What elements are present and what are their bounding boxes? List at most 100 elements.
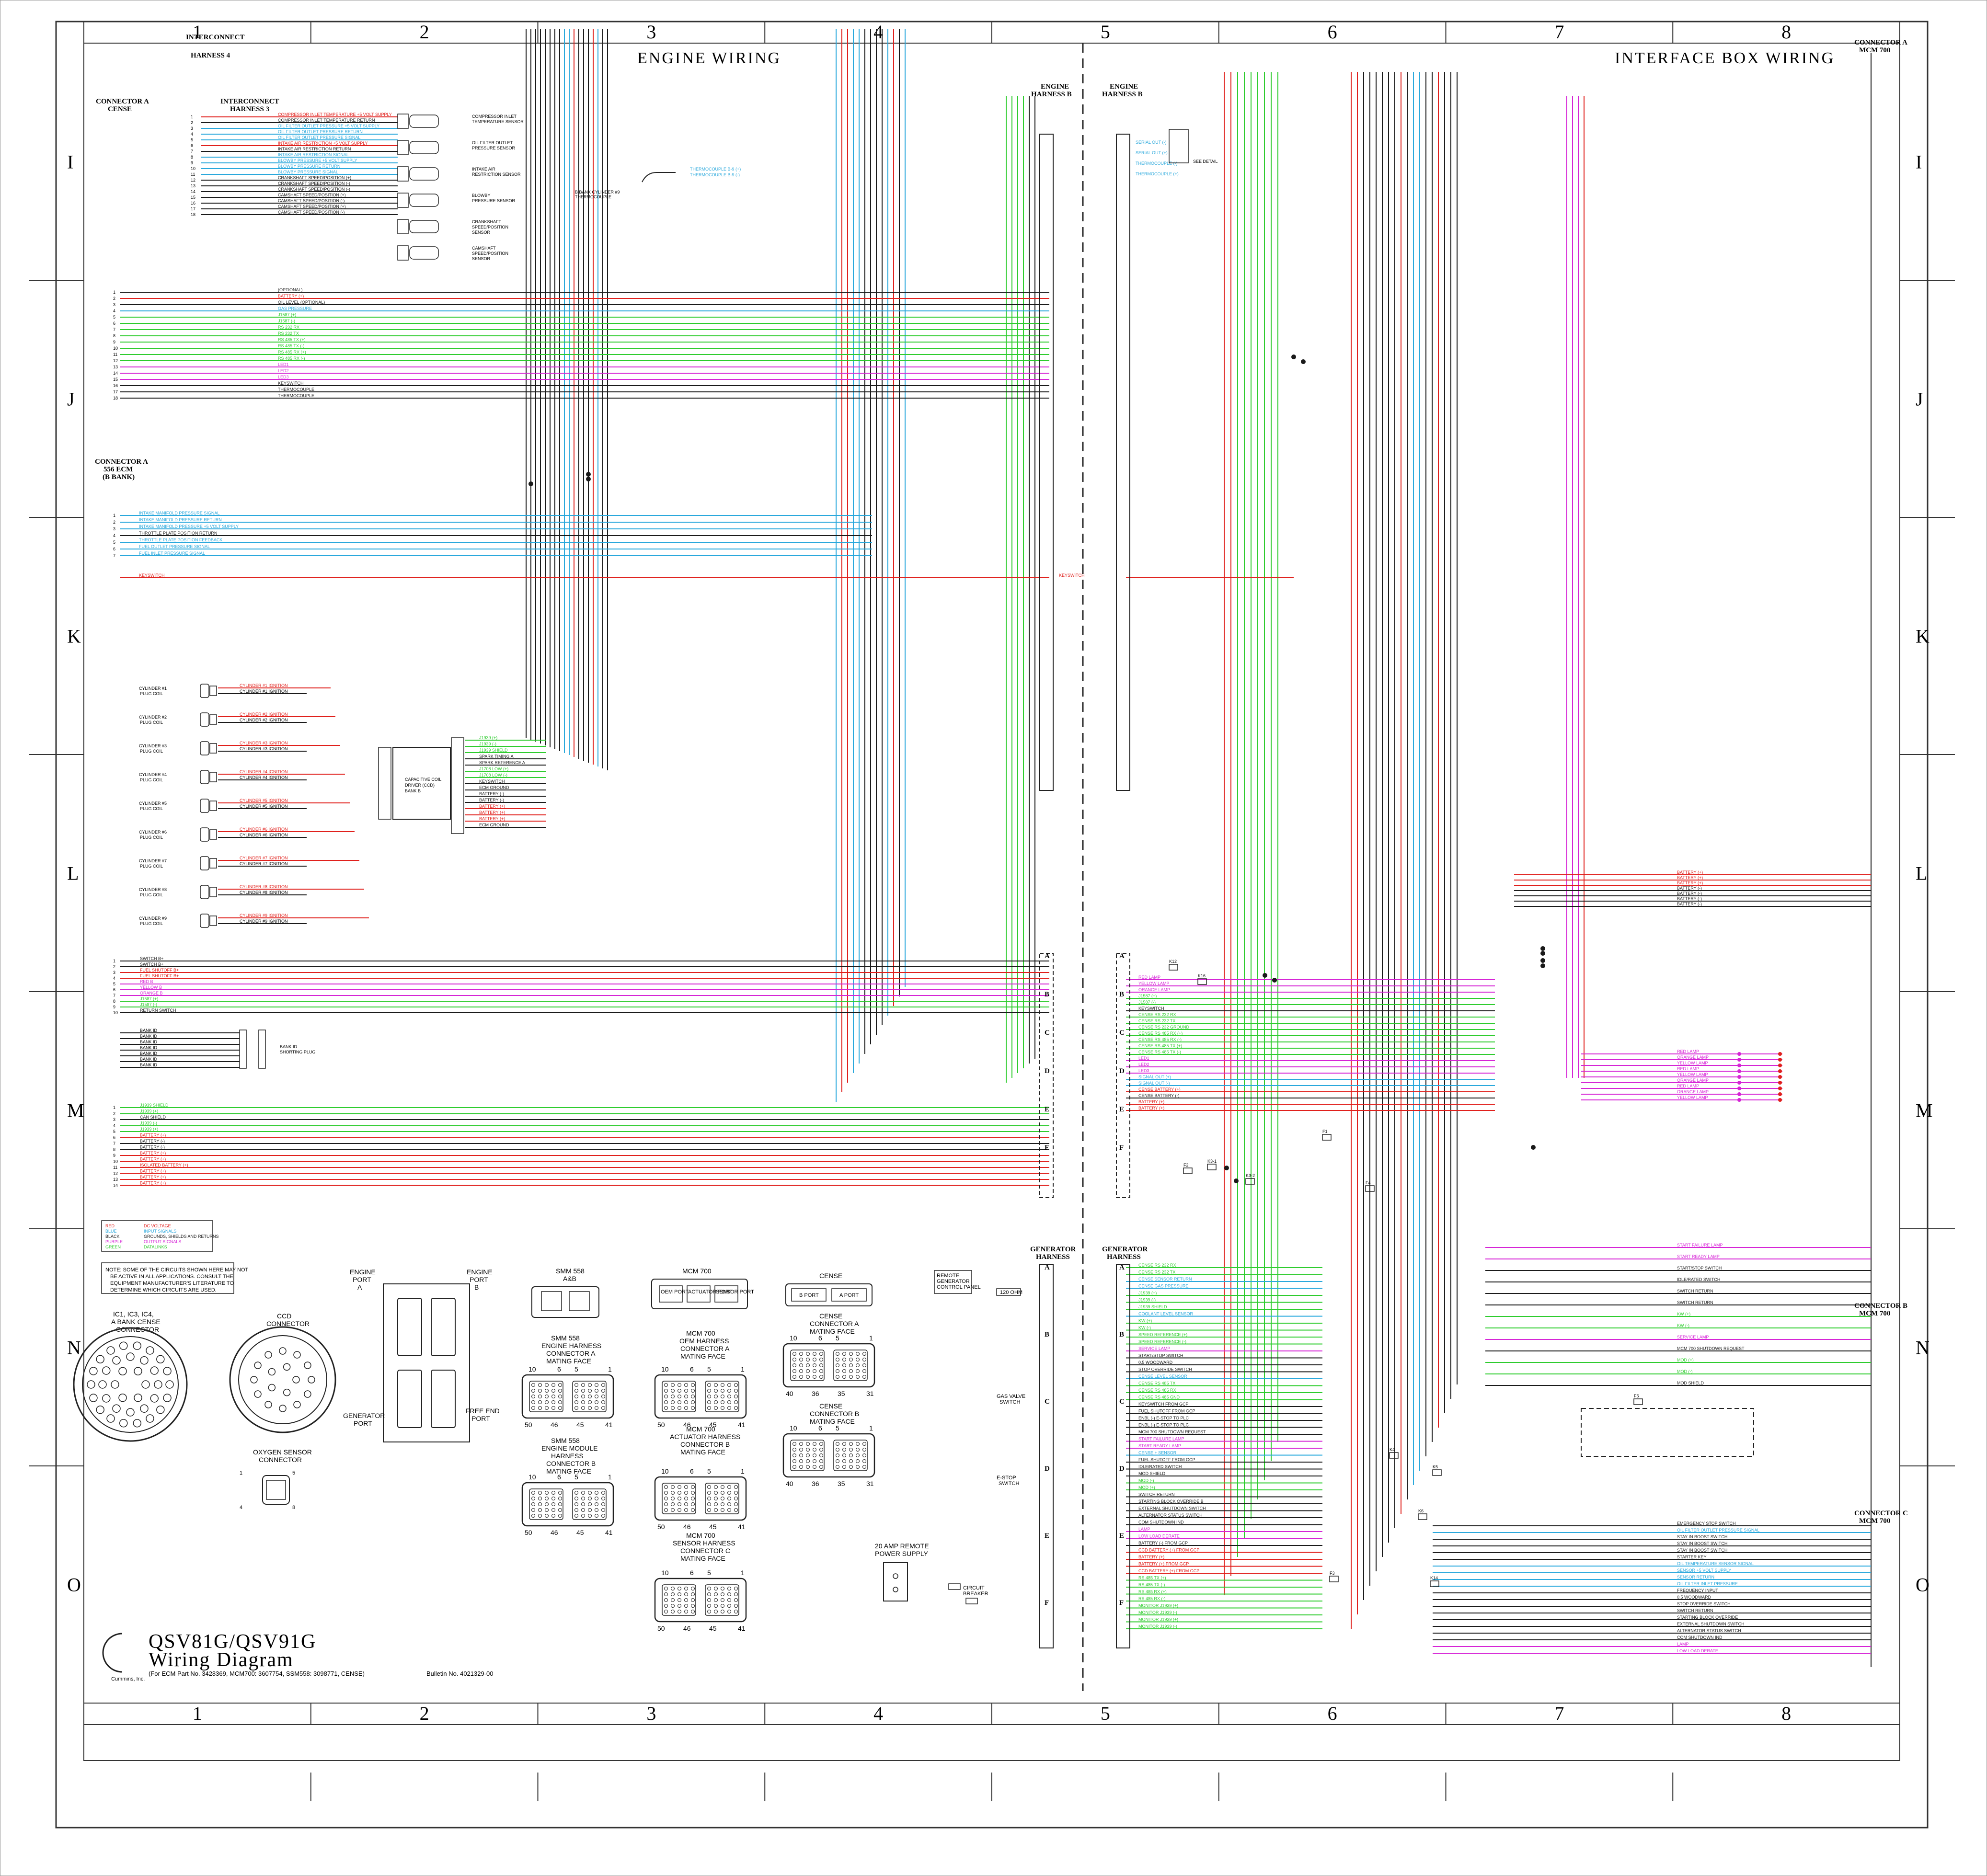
- smm-a-face-pin: [558, 1406, 562, 1410]
- generator-signal-label: MOD (-): [1138, 1478, 1154, 1483]
- zone-row-right-L: L: [1916, 863, 1927, 884]
- note-box: NOTE: SOME OF THE CIRCUITS SHOWN HERE MA…: [101, 1262, 249, 1294]
- smm-a-face-pin: [588, 1383, 592, 1387]
- smm-b-5: MATING FACE: [546, 1467, 591, 1475]
- connector-titles: INTERCONNECT HARNESS 4 CONNECTOR A CENSE…: [95, 34, 1908, 1525]
- generator-signal-label: CENSE RS 485 GND: [1138, 1395, 1180, 1400]
- generator-signal-label: MONITOR J1939 (-): [1138, 1610, 1177, 1615]
- mcm-b-face-pin: [714, 1497, 718, 1500]
- generator-signal-label: J1939 (+): [1138, 1291, 1157, 1295]
- mcm-b-face-pin: [684, 1497, 688, 1500]
- zone-row-right-J: J: [1916, 389, 1923, 410]
- interconnect3-signal-pin: 11: [191, 172, 195, 177]
- coil-signal-label: CYLINDER #4 IGNITION: [240, 769, 288, 774]
- cense-a-face-pin: [849, 1363, 853, 1367]
- cense-a-face-pin: [813, 1363, 816, 1367]
- title-block: QSV81G/QSV91G Wiring Diagram (For ECM Pa…: [102, 1631, 494, 1682]
- smm-a-face-num: 41: [605, 1421, 613, 1429]
- interconnect3-signal-label: CAMSHAFT SPEED/POSITION (-): [278, 198, 345, 203]
- mcm-a-face-num: 5: [707, 1365, 711, 1373]
- k-block-signal-pin: 1: [113, 513, 115, 518]
- m-block-signal-pin: 6: [113, 987, 115, 992]
- lamp-label: YELLOW LAMP: [1677, 1061, 1708, 1065]
- cense-a-face-pin: [799, 1358, 803, 1361]
- smm-b-2: ENGINE MODULE: [541, 1444, 597, 1452]
- ic-connector-pin: [126, 1408, 135, 1417]
- mcm-c-face-pin: [671, 1598, 675, 1602]
- ic-connector-label-1: IC1, IC3, IC4,: [113, 1310, 154, 1318]
- cense-a-face-pin: [819, 1352, 823, 1356]
- coil-name: CYLINDER #5: [139, 801, 167, 806]
- engine-harness-b-right-l1: ENGINE: [1110, 83, 1138, 91]
- mcm-b-2: ACTUATOR HARNESS: [670, 1433, 740, 1441]
- coil-signal-label: CYLINDER #9 IGNITION: [240, 913, 288, 918]
- ic-connector-pin: [119, 1341, 128, 1350]
- generator-signal-label: CCD BATTERY (+) FROM GCP: [1138, 1568, 1199, 1573]
- right-m-signal-label: CENSE RS 232 GROUND: [1138, 1025, 1190, 1030]
- mcm-a-face-pin: [721, 1383, 724, 1387]
- smm-b-face-pin: [558, 1491, 562, 1495]
- ic-connector-face: IC1, IC3, IC4, A BANK CENSE CONNECTOR: [73, 1310, 188, 1442]
- lamp-junction-dot: [1737, 1081, 1741, 1085]
- right-m-signal-label: CENSE BATTERY (+): [1138, 1087, 1181, 1092]
- cense-b-face-pin: [842, 1459, 846, 1463]
- cense-a-face-pin: [813, 1375, 816, 1379]
- right-o-signal-label: OIL FILTER INLET PRESSURE: [1677, 1581, 1738, 1586]
- ic-connector-pin: [133, 1419, 141, 1428]
- mcm-c-face-pin: [721, 1610, 724, 1613]
- zone-row-right-N: N: [1916, 1337, 1930, 1359]
- mcm-a-face-pin: [721, 1400, 724, 1404]
- generator-pin-letter: F: [1119, 1599, 1124, 1607]
- right-n-signal-label: MOD SHIELD: [1677, 1381, 1704, 1385]
- mcm-b-face-pin: [678, 1491, 681, 1495]
- generator-pin-letter: D: [1119, 1465, 1125, 1473]
- m-block-signal-pin: 5: [113, 982, 115, 986]
- interconnect3-signal-pin: 5: [191, 137, 193, 142]
- k-block-signal-pin: 7: [113, 553, 115, 558]
- cense-b-face-pin: [849, 1459, 853, 1463]
- smm-b-face-pin: [545, 1497, 549, 1500]
- zone-column-bottom-4: 4: [873, 1703, 883, 1724]
- smm-a-face-pin: [538, 1395, 542, 1398]
- plug-coil-connector: [209, 801, 217, 811]
- mcm-a-face-pin: [721, 1389, 724, 1393]
- interconnect3-signal-pin: 3: [191, 126, 193, 131]
- zone-column-bottom-1: 1: [193, 1703, 202, 1724]
- mcm-c-face-pin: [671, 1610, 675, 1613]
- j-block-signal-pin: 16: [113, 383, 118, 388]
- mcm-c-face-pin: [714, 1604, 718, 1608]
- cense-b-face-num: 1: [869, 1424, 873, 1432]
- ic-connector-pin: [141, 1380, 150, 1389]
- smm-a-face-pin: [601, 1400, 605, 1404]
- smm-b-face-pin: [588, 1508, 592, 1512]
- sensor-plug: [397, 114, 409, 129]
- smm-b-face-pin: [574, 1491, 578, 1495]
- smm-a-face-pin: [574, 1406, 578, 1410]
- smm-a-face-pin: [588, 1406, 592, 1410]
- mcm-b-face-right-block: [705, 1483, 739, 1514]
- mcm-b-face-pin: [714, 1508, 718, 1512]
- mcm-a-face-num: 6: [690, 1365, 694, 1373]
- harness-connector-rail: [1116, 134, 1130, 791]
- mcm-a-face-pin: [671, 1400, 675, 1404]
- smm-a-face-pin: [601, 1395, 605, 1398]
- smm-a-face-pin: [601, 1383, 605, 1387]
- mcm-c-face-pin: [734, 1604, 738, 1608]
- ccd-connector-pin: [279, 1405, 287, 1412]
- smm-b-face-pin: [531, 1502, 535, 1506]
- cense-a-face-pin: [806, 1352, 810, 1356]
- mcm-a-face-pin: [664, 1383, 668, 1387]
- cense-b-face-num: 10: [790, 1424, 797, 1432]
- mcm-b-face-pin: [678, 1502, 681, 1506]
- m-block-signal-pin: 8: [113, 999, 115, 1004]
- j-block-signal-label: RS 485 TX (+): [278, 337, 306, 342]
- cense-a-face-right-block: [833, 1350, 868, 1381]
- m-lower-signal-label: J1939 (+): [140, 1127, 158, 1132]
- m-lower-signal-label: BATTERY (+): [140, 1175, 166, 1179]
- interconnect3-signal-label: OIL FILTER OUTLET PRESSURE SIGNAL: [278, 135, 360, 140]
- cense-a-face-pin: [856, 1363, 860, 1367]
